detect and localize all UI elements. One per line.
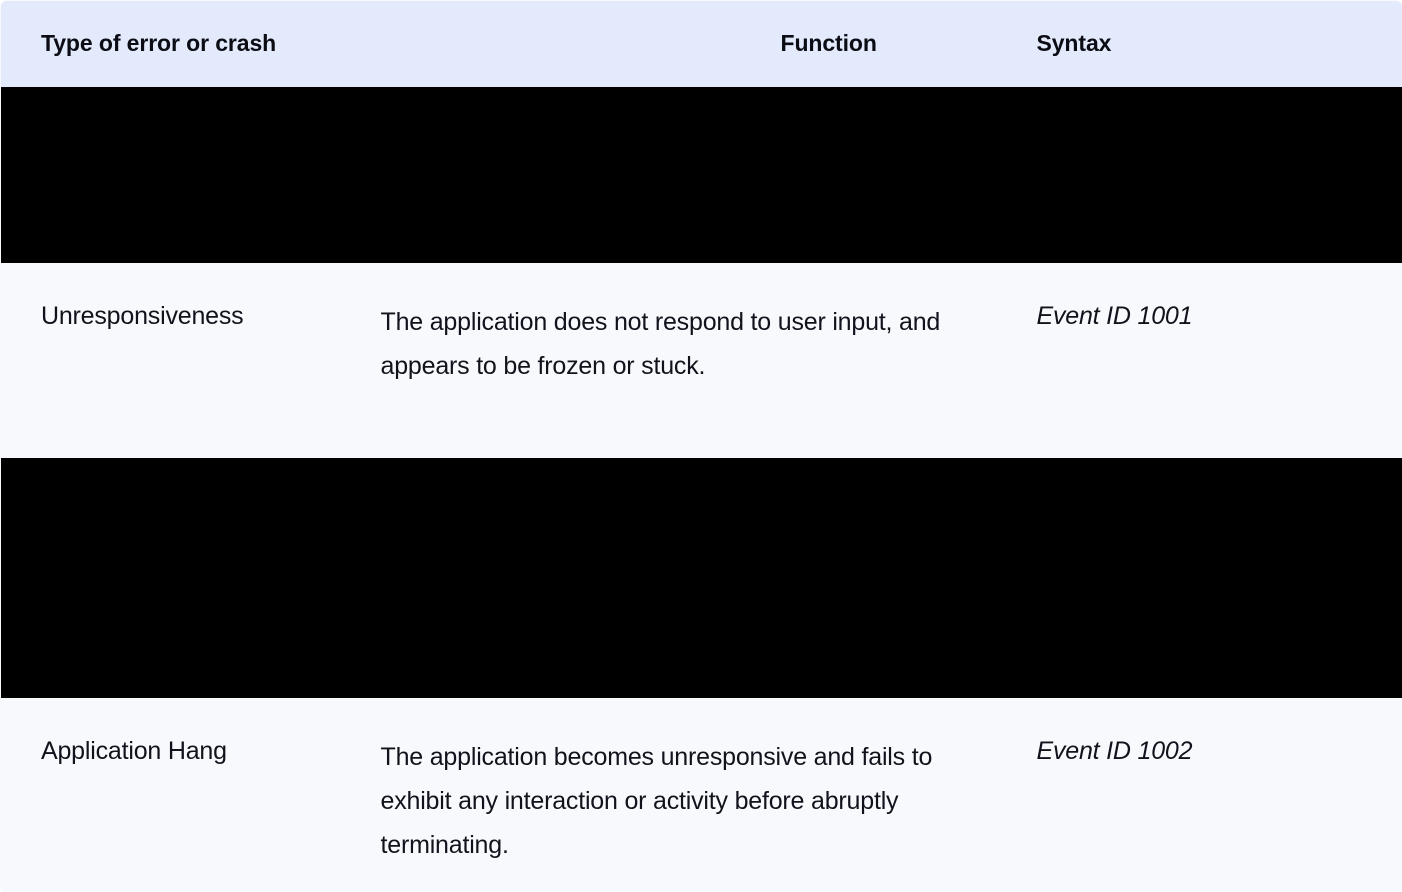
redacted-cell-function — [370, 457, 1019, 698]
table-row-redacted — [1, 86, 1402, 263]
cell-function: The application does not respond to user… — [370, 262, 1019, 458]
cell-syntax: Event ID 1001 — [1018, 262, 1402, 458]
table-header-row: Type of error or crash Function Syntax — [1, 1, 1402, 87]
error-syntax-value: Event ID 1001 — [1036, 301, 1193, 330]
table-header: Type of error or crash Function Syntax — [1, 1, 1402, 87]
redacted-cell-type — [1, 457, 371, 698]
error-function-description: The application does not respond to user… — [380, 307, 941, 380]
column-header-type[interactable]: Type of error or crash — [1, 1, 371, 87]
column-header-type-label: Type of error or crash — [41, 30, 277, 57]
cell-function: The application becomes unresponsive and… — [370, 697, 1019, 892]
cell-syntax: Event ID 1002 — [1018, 697, 1402, 892]
column-header-syntax-label: Syntax — [1036, 30, 1112, 57]
table-body: Unresponsiveness The application does no… — [1, 86, 1402, 892]
table-row[interactable]: Unresponsiveness The application does no… — [1, 262, 1402, 458]
redacted-cell-syntax — [1018, 457, 1402, 698]
error-syntax-value: Event ID 1002 — [1036, 736, 1193, 765]
cell-type: Unresponsiveness — [1, 262, 371, 458]
table-row[interactable]: Application Hang The application becomes… — [1, 697, 1402, 892]
table-row-redacted — [1, 457, 1402, 698]
redacted-cell-syntax — [1018, 86, 1402, 263]
error-type-label: Application Hang — [41, 736, 227, 765]
column-header-function[interactable]: Function — [370, 1, 1019, 87]
column-header-syntax[interactable]: Syntax — [1018, 1, 1402, 87]
redacted-cell-type — [1, 86, 371, 263]
cell-type: Application Hang — [1, 697, 371, 892]
error-function-description: The application becomes unresponsive and… — [380, 742, 933, 859]
error-type-label: Unresponsiveness — [41, 301, 244, 330]
column-header-function-label: Function — [780, 30, 877, 57]
redacted-cell-function — [370, 86, 1019, 263]
